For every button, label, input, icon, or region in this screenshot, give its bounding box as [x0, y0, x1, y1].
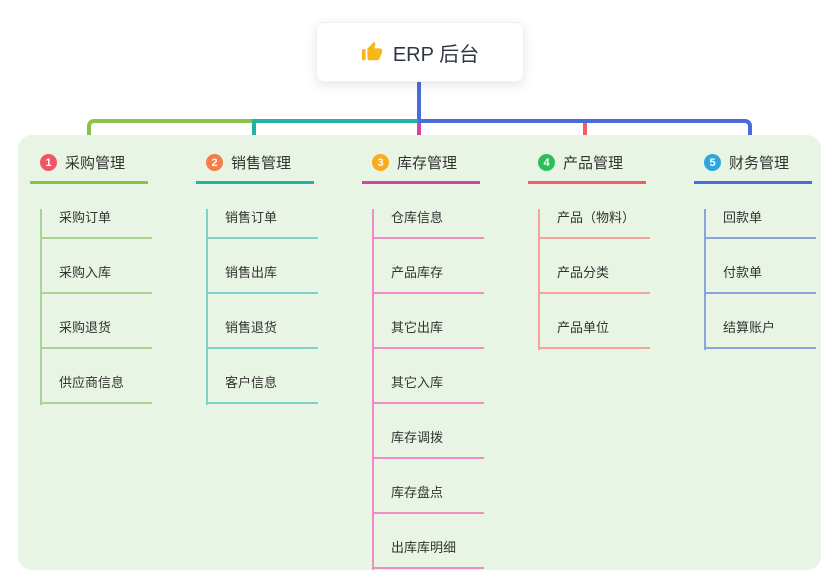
mindmap-node[interactable]: 销售订单 — [208, 209, 318, 239]
mindmap-node[interactable]: 结算账户 — [706, 319, 816, 349]
mindmap-node[interactable]: 回款单 — [706, 209, 816, 239]
mindmap-node[interactable]: 库存盘点 — [374, 484, 484, 514]
mindmap-node[interactable]: 库存调拨 — [374, 429, 484, 459]
connector-branch2-arm — [252, 119, 420, 123]
branch-number-badge: 1 — [40, 154, 57, 171]
branch-number-badge: 2 — [206, 154, 223, 171]
root-label: ERP 后台 — [392, 43, 480, 66]
branch-title: 产品管理 — [563, 155, 624, 172]
mindmap-node[interactable]: 采购入库 — [42, 264, 152, 294]
mindmap-node[interactable]: 产品分类 — [540, 264, 650, 294]
root-node[interactable]: ERP 后台 — [316, 22, 524, 82]
branch-number-badge: 5 — [704, 154, 721, 171]
branch-header-purchase[interactable]: 1 采购管理 — [30, 148, 148, 184]
mindmap-node[interactable]: 出库库明细 — [374, 539, 484, 569]
branch-title: 财务管理 — [729, 155, 790, 172]
connector-root-drop — [417, 80, 421, 122]
branch-number-badge: 3 — [372, 154, 389, 171]
branch-inventory: 3 库存管理 仓库信息 产品库存 其它出库 其它入库 库存调拨 库存盘点 出库库… — [362, 148, 492, 570]
mindmap-node[interactable]: 销售出库 — [208, 264, 318, 294]
branch-items: 仓库信息 产品库存 其它出库 其它入库 库存调拨 库存盘点 出库库明细 — [372, 209, 492, 570]
mindmap-node[interactable]: 客户信息 — [208, 374, 318, 404]
mindmap-node[interactable]: 采购退货 — [42, 319, 152, 349]
branch-title: 采购管理 — [65, 155, 126, 172]
branch-purchase: 1 采购管理 采购订单 采购入库 采购退货 供应商信息 — [30, 148, 160, 405]
connector-branch5-arm — [418, 119, 752, 147]
mindmap-node[interactable]: 仓库信息 — [374, 209, 484, 239]
mindmap-panel: 1 采购管理 采购订单 采购入库 采购退货 供应商信息 2 销售管理 销售订单 … — [18, 135, 821, 570]
branch-items: 采购订单 采购入库 采购退货 供应商信息 — [40, 209, 160, 405]
mindmap-node[interactable]: 产品库存 — [374, 264, 484, 294]
branch-items: 回款单 付款单 结算账户 — [704, 209, 824, 350]
branch-header-sales[interactable]: 2 销售管理 — [196, 148, 314, 184]
thumbs-up-icon — [361, 41, 382, 61]
mindmap-node[interactable]: 销售退货 — [208, 319, 318, 349]
mindmap-node[interactable]: 其它出库 — [374, 319, 484, 349]
connector-branch2-drop — [252, 119, 256, 147]
mindmap-node[interactable]: 产品单位 — [540, 319, 650, 349]
branch-title: 库存管理 — [397, 155, 458, 172]
mindmap-node[interactable]: 付款单 — [706, 264, 816, 294]
branch-product: 4 产品管理 产品（物料） 产品分类 产品单位 — [528, 148, 658, 350]
branch-finance: 5 财务管理 回款单 付款单 结算账户 — [694, 148, 824, 350]
branch-items: 销售订单 销售出库 销售退货 客户信息 — [206, 209, 326, 405]
mindmap-node[interactable]: 供应商信息 — [42, 374, 152, 404]
branch-sales: 2 销售管理 销售订单 销售出库 销售退货 客户信息 — [196, 148, 326, 405]
branch-header-finance[interactable]: 5 财务管理 — [694, 148, 812, 184]
branch-header-product[interactable]: 4 产品管理 — [528, 148, 646, 184]
branch-items: 产品（物料） 产品分类 产品单位 — [538, 209, 658, 350]
mindmap-node[interactable]: 产品（物料） — [540, 209, 650, 239]
mindmap-node[interactable]: 采购订单 — [42, 209, 152, 239]
branch-number-badge: 4 — [538, 154, 555, 171]
connector-branch1-arm — [87, 119, 255, 147]
branch-header-inventory[interactable]: 3 库存管理 — [362, 148, 480, 184]
mindmap-node[interactable]: 其它入库 — [374, 374, 484, 404]
branch-title: 销售管理 — [231, 155, 292, 172]
